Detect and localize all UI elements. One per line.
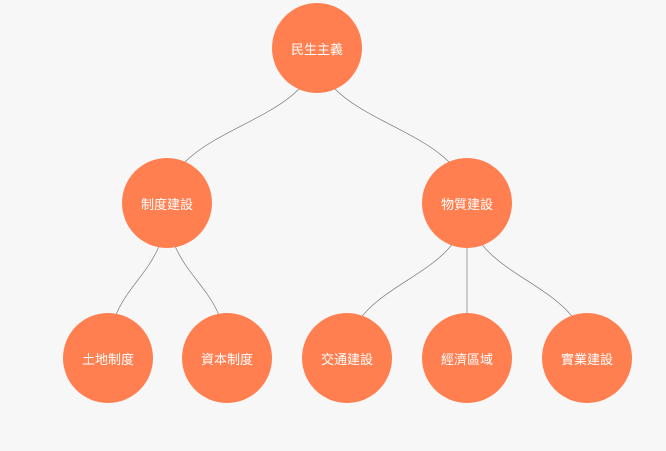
node-label: 交通建設 (320, 352, 373, 368)
leaf-node[interactable]: 資本制度 (182, 313, 272, 403)
node-label: 民生主義 (290, 42, 343, 58)
node-label: 土地制度 (81, 352, 134, 368)
leaf-node[interactable]: 土地制度 (63, 313, 153, 403)
leaf-node[interactable]: 交通建設 (302, 313, 392, 403)
leaf-node[interactable]: 經濟區域 (422, 313, 512, 403)
leaf-node[interactable]: 實業建設 (542, 313, 632, 403)
node-label: 物質建設 (440, 197, 493, 213)
root-node[interactable]: 民生主義 (272, 3, 362, 93)
node-label: 制度建設 (140, 197, 193, 213)
node-label: 經濟區域 (440, 352, 493, 368)
branch-node[interactable]: 物質建設 (422, 158, 512, 248)
node-label: 實業建設 (560, 352, 613, 368)
branch-node[interactable]: 制度建設 (122, 158, 212, 248)
node-label: 資本制度 (200, 352, 253, 368)
